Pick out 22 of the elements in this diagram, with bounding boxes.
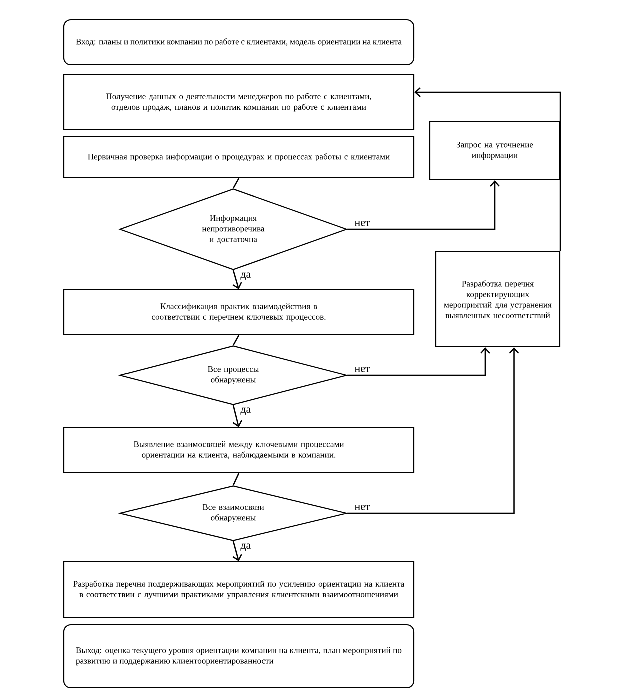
process-box: Первичная проверка информации о процедурах и процессах работы с клиентами [63,136,415,179]
process-box: Получение данных о деятельности менеджеров по работе с клиентами, отделов продаж, планов и политик компании по работе с клиентами [63,74,415,131]
terminal-box: Выход: оценка текущего уровня ориентации компании на клиента, план мероприятий по развитию и поддержанию клиентоориентированности [63,624,415,689]
arrow [348,348,520,514]
edge-label: нет [354,504,372,512]
arrow [348,348,490,376]
process-box: Классификация практик взаимодействия в соответствии с перечнем ключевых процессов. [63,289,415,336]
process-box: Запрос на уточнение информации [429,121,561,181]
arrow [232,405,242,428]
terminal-box: Вход: планы и политики компании по работе с клиентами, модель ориентации на клиента [63,19,415,66]
arrow [232,541,242,562]
edge-label: да [240,272,252,281]
process-box: Разработка перечня корректирующих мероприятий для устранения выявленных несоответствий [435,251,561,348]
edge-label: да [240,406,252,416]
process-box: Разработка перечня поддерживающих мероприятий по усилению ориентации на клиента в соответствии с лучшими практиками управления клиентскими взаимоотношениями [63,561,415,619]
edge-label: нет [354,220,372,228]
arrow [348,180,500,230]
process-box: Выявление взаимосвязей между ключевыми процессами ориентации на клиента, наблюдаемыми в компании. [63,427,415,474]
edge-label: нет [354,366,372,374]
arrow [232,270,242,290]
arrow [414,88,562,252]
edge-label: да [240,542,252,552]
